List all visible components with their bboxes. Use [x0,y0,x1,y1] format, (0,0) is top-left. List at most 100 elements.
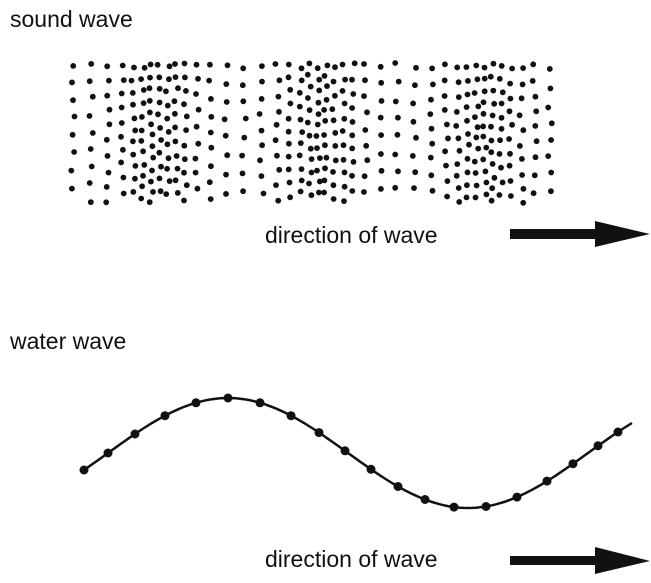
sound-particle [156,74,163,81]
sound-particle [349,172,355,179]
sound-particle [286,179,293,186]
sound-particle [498,164,504,171]
sound-wave-direction-label: direction of wave [265,222,438,248]
sound-particle [150,154,157,161]
sound-particle [454,64,461,71]
sound-particle [532,154,539,161]
sound-particle [531,172,538,179]
sound-particle [519,81,526,88]
sound-particle [322,165,328,172]
sound-particle [481,75,488,82]
sound-particle [118,133,124,140]
sound-particle [472,194,479,201]
sound-particle [192,155,199,162]
sound-particle [298,166,305,173]
sound-particle [296,89,303,96]
sound-particle [480,110,487,117]
sound-particle [444,178,451,185]
sound-particle [156,175,163,182]
sound-particle [349,105,355,111]
sound-wave-title: sound wave [10,6,133,32]
sound-particle [499,89,506,96]
sound-particle [509,121,515,128]
sound-particle [361,93,367,99]
sound-particle [118,159,124,166]
sound-particle [378,98,385,104]
water-particle [103,448,113,458]
sound-particle [530,61,537,68]
sound-particle [138,127,145,134]
sound-particle [304,71,311,78]
sound-particle [445,135,451,142]
sound-particle [141,162,148,168]
sound-particle [316,76,323,83]
sound-particle [410,118,417,125]
sound-particle [340,142,347,149]
sound-particle [149,131,156,138]
sound-particle [330,182,337,189]
sound-particle [483,144,490,151]
sound-particle [377,114,384,121]
sound-particle [490,60,497,67]
sound-particle [192,169,199,176]
sound-particle [519,156,525,162]
sound-particle [330,117,337,124]
sound-particle [149,143,156,150]
sound-particle [364,157,371,164]
sound-particle [351,60,358,67]
sound-particle [163,191,170,198]
sound-particle [297,140,304,147]
sound-particle [224,62,231,69]
sound-particle [496,192,503,198]
sound-particle [304,119,311,126]
water-particle [130,429,140,439]
sound-particle [489,112,496,119]
sound-particle [498,100,505,107]
sound-particle [172,110,178,117]
sound-particle [103,184,110,190]
sound-particle [181,60,188,67]
sound-particle [86,78,93,85]
sound-particle [148,121,155,128]
sound-particle [259,142,265,149]
sound-particle [471,158,478,165]
sound-particle [364,109,370,116]
sound-particle [146,85,153,92]
sound-particle [139,114,145,120]
sound-particle [322,142,328,149]
sound-particle [296,103,303,110]
sound-particle [306,107,313,113]
sound-particle [69,79,75,86]
sound-particle [480,156,487,163]
sound-particle [183,113,190,120]
sound-particle [412,169,419,176]
sound-particle [545,153,552,160]
sound-particle [88,163,95,170]
sound-particle [339,88,346,94]
sound-particle [378,167,385,174]
sound-particle [442,148,448,155]
sound-particle [141,64,148,71]
sound-particle [103,199,110,206]
sound-particle [520,65,526,71]
sound-particle [532,93,539,100]
sound-particle [166,178,173,185]
water-particle [420,495,430,504]
sound-particle [483,179,490,186]
sound-particle [475,145,482,152]
sound-particle [119,62,126,69]
sound-particle [147,61,154,68]
sound-particle [316,189,322,196]
sound-particle [149,167,155,174]
sound-particle [305,95,311,101]
sound-particle [463,194,470,201]
sound-particle [69,185,75,192]
water-wave-direction-label: direction of wave [265,546,438,572]
sound-particle [453,172,460,179]
sound-wave-particles [68,60,555,206]
sound-particle [332,157,339,164]
sound-particle [429,65,435,72]
sound-particle [507,150,513,157]
sound-particle [146,199,153,206]
sound-particle [222,132,229,139]
